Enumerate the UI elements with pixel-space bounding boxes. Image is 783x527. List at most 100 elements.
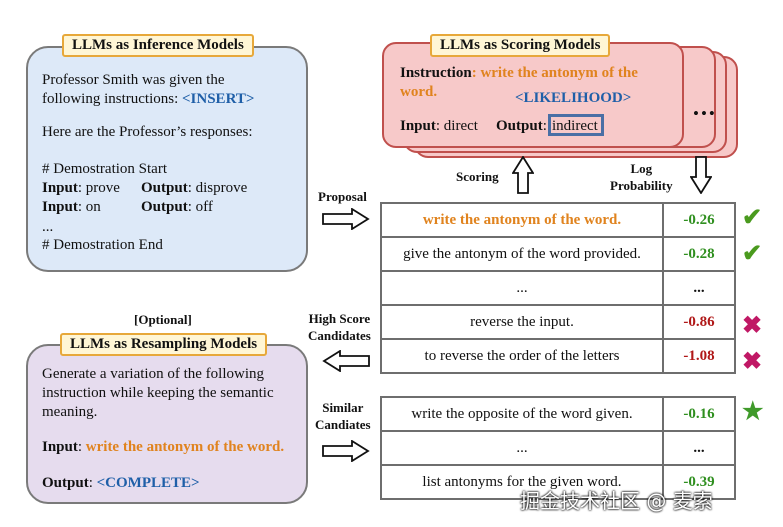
ex1-output-label: Output [141, 180, 188, 196]
demo-example-1-output: Output: disprove [141, 179, 247, 198]
scoring-model-box [382, 42, 684, 148]
candidate-score: -0.28 [662, 236, 736, 272]
candidates-row: reverse the input.-0.86 [380, 304, 736, 340]
instruction-value-2: word. [400, 84, 438, 100]
resampling-input-label: Input [42, 439, 78, 455]
candidate-text: reverse the input. [380, 304, 664, 340]
log-probability-down-arrow-icon [690, 156, 712, 194]
ex2-output-value: : off [187, 199, 213, 215]
candidate-text: to reverse the order of the letters [380, 338, 664, 374]
scoring-more-dots: ••• [693, 104, 717, 123]
similar-row: ...... [380, 430, 736, 466]
log-prob-line-1: Log [630, 161, 653, 176]
demo-start: # Demostration Start [42, 161, 167, 177]
inference-line-2: following instructions: <INSERT> [42, 90, 254, 109]
output-highlight-box [548, 114, 604, 136]
instruction-value-1: write the antonym of the [480, 65, 638, 81]
likelihood-token: <LIKELIHOOD> [515, 90, 632, 106]
inference-model-title: LLMs as Inference Models [62, 34, 254, 57]
candidate-text: list antonyms for the given word. [380, 464, 664, 500]
candidate-text: ... [380, 270, 664, 306]
proposal-label: Proposal [318, 189, 367, 204]
scoring-output-label: Output [496, 118, 543, 134]
resampling-input-value: write the antonym of the word. [85, 439, 285, 455]
candidate-score: -1.08 [662, 338, 736, 374]
ex2-input-label: Input [42, 199, 78, 215]
similar-candidates-label: Similar Candiates [315, 399, 371, 433]
high-score-candidates-label: High Score Candidates [308, 310, 371, 344]
inference-line-1: Professor Smith was given the [42, 72, 225, 88]
resampling-model-title: LLMs as Resampling Models [60, 333, 268, 356]
ex1-input-label: Input [42, 180, 78, 196]
scoring-output-colon: : [542, 118, 547, 134]
high-score-left-arrow-icon [322, 350, 370, 372]
ex1-input-value: : prove [77, 180, 120, 196]
similar-line-1: Similar [322, 400, 364, 415]
scoring-output: Output: [496, 117, 547, 136]
inference-line-3: Here are the Professor’s responses: [42, 124, 253, 140]
similar-line-2: Candiates [315, 417, 371, 432]
watermark: 掘金技术社区 @ 麦索 [520, 489, 713, 513]
candidates-row: ...... [380, 270, 736, 306]
proposal-arrow-icon [322, 208, 370, 230]
resampling-line-2: instruction while keeping the semantic [42, 385, 274, 401]
resampling-output-colon: : [88, 475, 97, 491]
ex1-output-value: : disprove [187, 180, 248, 196]
demo-end: # Demostration End [42, 237, 163, 253]
resampling-model-box [26, 344, 308, 504]
scoring-instruction-line-1: Instruction: write the antonym of the [400, 64, 638, 83]
check-icon: ✔ [742, 241, 763, 267]
similar-row: list antonyms for the given word.-0.39 [380, 464, 736, 500]
demo-example-2: Input: on [42, 198, 101, 217]
check-icon: ✔ [742, 205, 763, 231]
candidates-row: write the antonym of the word.-0.26 [380, 202, 736, 238]
similar-right-arrow-icon [322, 440, 370, 462]
demo-example-1: Input: prove [42, 179, 120, 198]
log-prob-line-2: Probability [610, 178, 673, 193]
instruction-label: Instruction [400, 65, 472, 81]
candidate-score: -0.39 [662, 464, 736, 500]
resampling-line-3: meaning. [42, 404, 98, 420]
candidate-text: give the antonym of the word provided. [380, 236, 664, 272]
demo-ellipsis: ... [42, 219, 54, 235]
scoring-model-title: LLMs as Scoring Models [430, 34, 611, 57]
resampling-input: Input: write the antonym of the word. [42, 438, 284, 457]
candidate-score: -0.16 [662, 396, 736, 432]
candidate-score: -0.86 [662, 304, 736, 340]
candidate-score: ... [662, 270, 736, 306]
scoring-input-label: Input [400, 118, 436, 134]
high-score-line-1: High Score [308, 311, 371, 326]
resampling-output: Output: <COMPLETE> [42, 474, 200, 493]
candidates-row: to reverse the order of the letters-1.08 [380, 338, 736, 374]
similar-candidate-table: write the opposite of the word given.-0.… [380, 396, 736, 500]
ex2-input-value: : on [77, 199, 101, 215]
inference-model-box [26, 46, 308, 272]
candidate-score: -0.26 [662, 202, 736, 238]
cross-icon: ✖ [742, 313, 763, 339]
demo-example-2-output: Output: off [141, 198, 213, 217]
resampling-line-1: Generate a variation of the following [42, 366, 264, 382]
complete-token: <COMPLETE> [96, 475, 200, 491]
optional-label: [Optional] [134, 312, 192, 327]
candidates-row: give the antonym of the word provided.-0… [380, 236, 736, 272]
scoring-label: Scoring [456, 169, 499, 184]
inference-line-2-text: following instructions: [42, 91, 179, 107]
candidate-text: write the opposite of the word given. [380, 396, 664, 432]
ex2-output-label: Output [141, 199, 188, 215]
similar-row: write the opposite of the word given.-0.… [380, 396, 736, 432]
candidate-score: ... [662, 430, 736, 466]
candidate-text: ... [380, 430, 664, 466]
scoring-output-value: indirect [552, 118, 598, 134]
scoring-input-output: Input: direct [400, 117, 478, 136]
scoring-input-value: : direct [435, 118, 478, 134]
scoring-up-arrow-icon [512, 156, 534, 194]
log-probability-label: Log Probability [610, 160, 673, 194]
resampling-input-colon: : [77, 439, 86, 455]
high-score-line-2: Candidates [308, 328, 371, 343]
instruction-colon: : [471, 65, 481, 81]
candidate-text: write the antonym of the word. [380, 202, 664, 238]
cross-icon: ✖ [742, 349, 763, 375]
insert-token: <INSERT> [182, 91, 255, 107]
star-icon: ★ [742, 399, 764, 425]
